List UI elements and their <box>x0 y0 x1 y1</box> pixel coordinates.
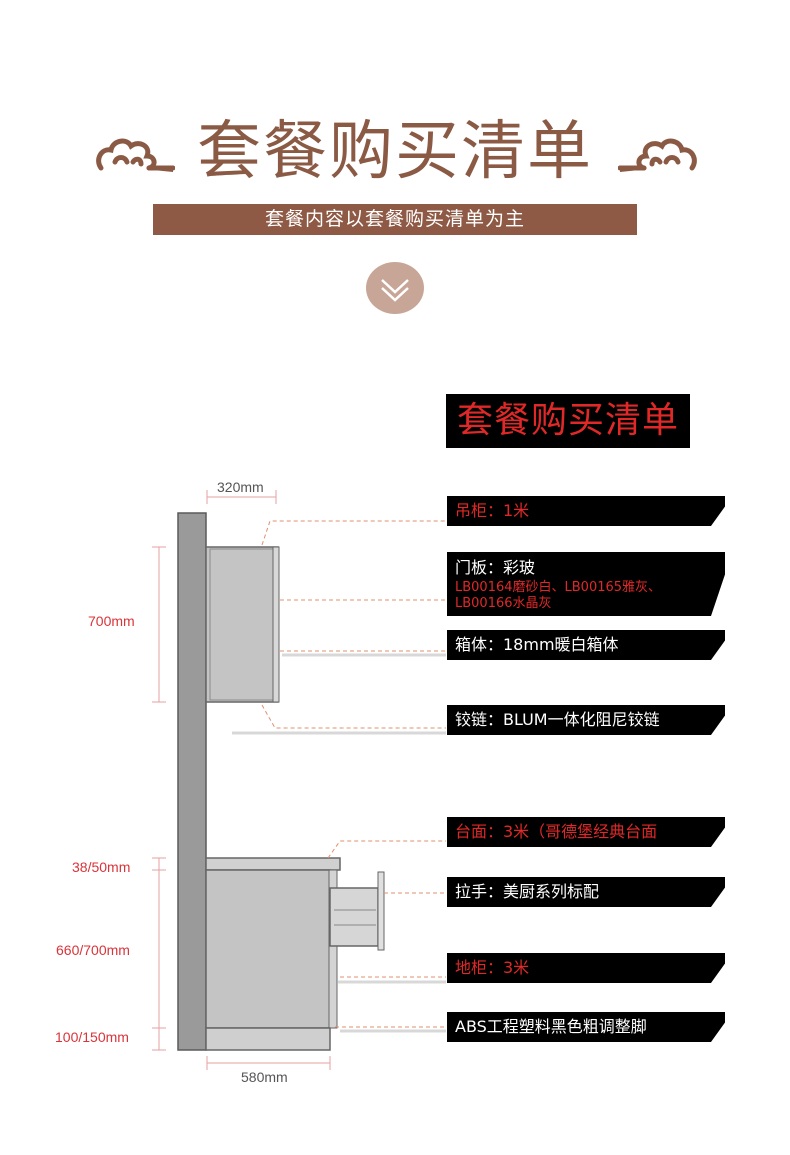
drawer <box>329 887 379 947</box>
dim-base-depth: 580mm <box>241 1069 288 1085</box>
callout-carcass: 箱体：18mm暖白箱体 <box>447 630 725 660</box>
section-title: 套餐购买清单 <box>446 394 690 448</box>
cloud-ornament-left-icon <box>96 138 175 172</box>
countertop <box>205 857 341 871</box>
chevron-down-icon <box>381 279 409 302</box>
wall-cabinet-door <box>272 546 280 703</box>
subtitle-bar: 套餐内容以套餐购买清单为主 <box>153 204 637 235</box>
wall-cabinet <box>205 546 279 703</box>
base-cabinet-door <box>328 869 338 1029</box>
cloud-ornament-right-icon <box>618 138 697 172</box>
base-cabinet <box>205 869 331 1029</box>
main-title: 套餐购买清单 <box>197 115 593 189</box>
callout-base-cabinet: 地柜：3米 <box>447 953 725 983</box>
callout-door-panel: 门板：彩玻 LB00164磨砂白、LB00165雅灰、 LB00166水晶灰 <box>447 552 725 616</box>
door-models-line1: LB00164磨砂白、LB00165雅灰、 <box>455 580 662 595</box>
wall-panel <box>177 512 207 1051</box>
callout-hinge: 铰链：BLUM一体化阻尼铰链 <box>447 705 725 735</box>
drawer-front <box>377 871 385 951</box>
dim-upper-depth: 320mm <box>217 479 264 495</box>
callout-countertop: 台面：3米（哥德堡经典台面 <box>447 817 725 847</box>
dim-base-height: 660/700mm <box>56 942 130 958</box>
dim-counter-thickness: 38/50mm <box>72 859 131 875</box>
callout-wall-cabinet: 吊柜：1米 <box>447 496 725 526</box>
callout-handle: 拉手：美厨系列标配 <box>447 877 725 907</box>
dim-upper-height: 700mm <box>88 613 135 629</box>
scroll-down-button[interactable] <box>366 262 424 314</box>
callout-adjustable-feet: ABS工程塑料黑色粗调整脚 <box>447 1012 725 1042</box>
plinth <box>205 1027 331 1051</box>
door-title: 门板：彩玻 <box>455 558 536 577</box>
door-models-line2: LB00166水晶灰 <box>455 596 552 611</box>
dim-plinth-height: 100/150mm <box>55 1029 129 1045</box>
